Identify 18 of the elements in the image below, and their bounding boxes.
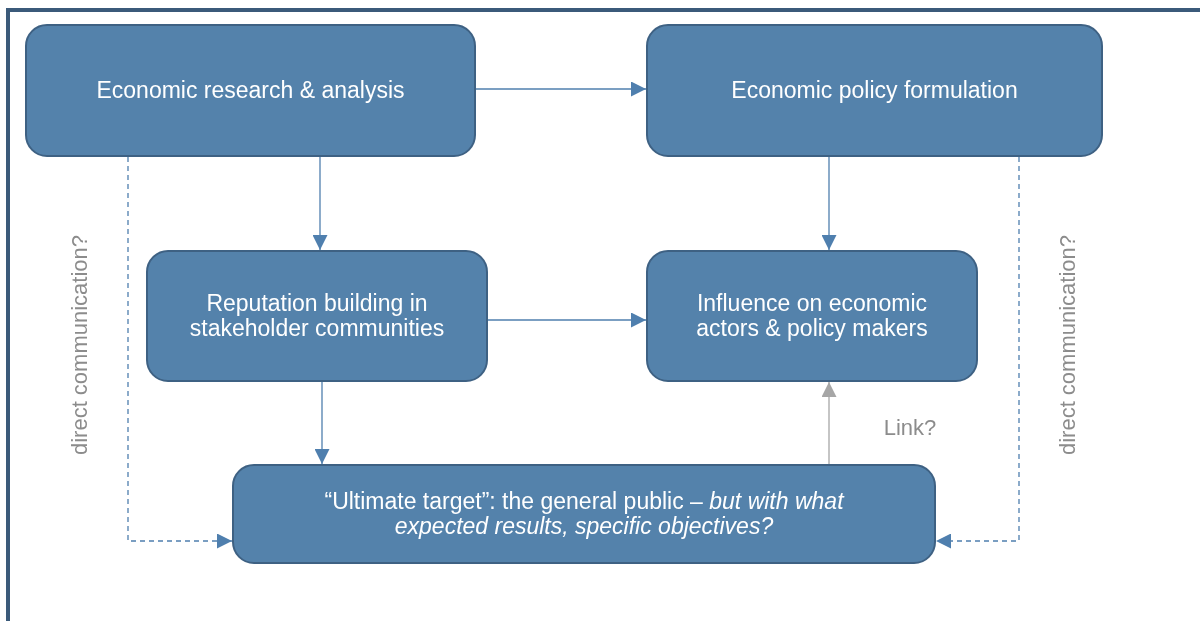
dashed-arrow xyxy=(127,156,233,549)
box-text: Reputation building in stakeholder communities xyxy=(188,290,446,342)
process-box xyxy=(25,24,476,157)
arrow xyxy=(312,156,328,251)
arrow xyxy=(314,381,330,465)
box-text: “Ultimate target”: the general public – but with what expected results, specific objectives? xyxy=(323,488,846,540)
arrow xyxy=(821,381,837,465)
box-text: Economic research & analysis xyxy=(96,77,405,104)
arrow xyxy=(475,81,647,97)
arrow xyxy=(821,156,837,251)
box-text: Economic policy formulation xyxy=(731,77,1018,104)
process-box xyxy=(232,464,936,564)
dashed-arrow xyxy=(935,156,1020,549)
arrow xyxy=(487,312,647,328)
process-box xyxy=(146,250,488,382)
process-box xyxy=(646,250,978,382)
process-box xyxy=(646,24,1103,157)
box-text: Influence on economic actors & policy makers xyxy=(695,290,929,342)
